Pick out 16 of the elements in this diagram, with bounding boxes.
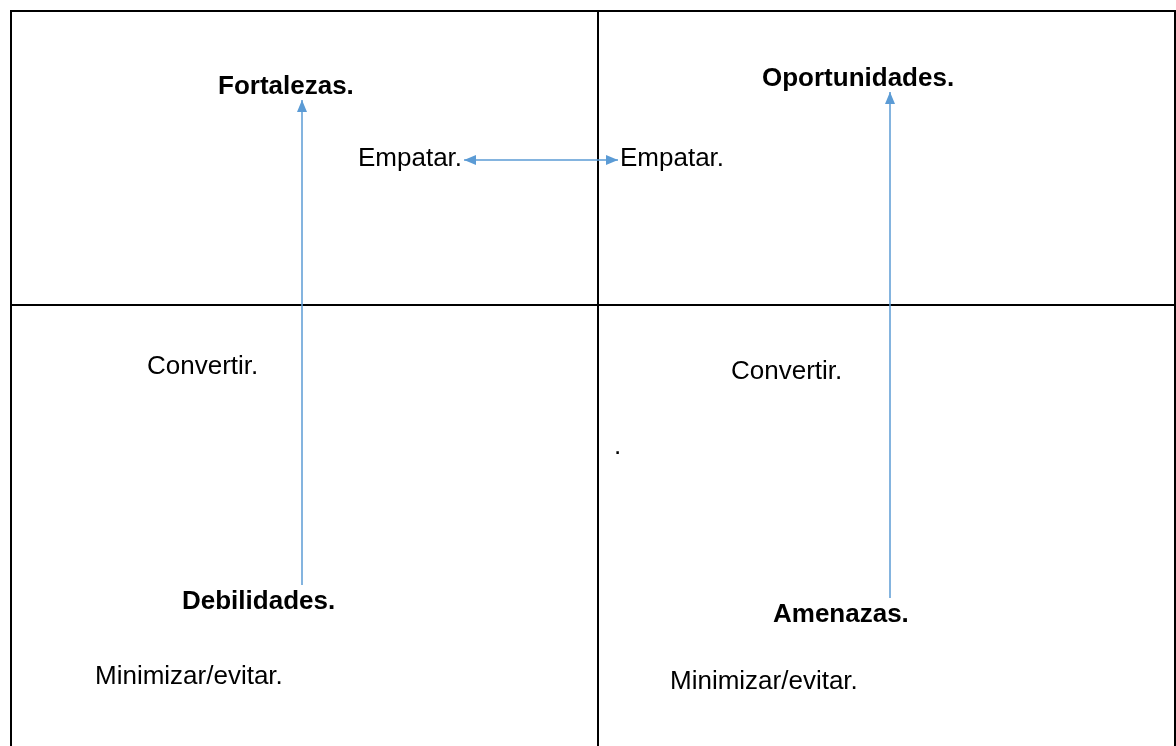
double-arrow xyxy=(463,155,619,165)
cell-text: Convertir. xyxy=(147,350,259,380)
action-text: Empatar. xyxy=(358,142,463,172)
arrow xyxy=(297,99,307,586)
table-cell xyxy=(10,10,599,306)
quadrant-heading: Fortalezas. xyxy=(218,70,354,100)
cell-text: Minimizar/evitar. xyxy=(95,660,283,690)
arrow xyxy=(885,91,895,599)
cell-text: Convertir. xyxy=(731,355,843,385)
quadrant-heading: Debilidades. xyxy=(182,585,336,615)
cell-text: . xyxy=(614,430,622,460)
quadrant-heading: Amenazas. xyxy=(773,598,909,628)
action-text: Empatar. xyxy=(620,142,725,172)
cell-text: Minimizar/evitar. xyxy=(670,665,858,695)
quadrant-heading: Oportunidades. xyxy=(762,62,955,92)
table-cell xyxy=(597,10,1176,306)
